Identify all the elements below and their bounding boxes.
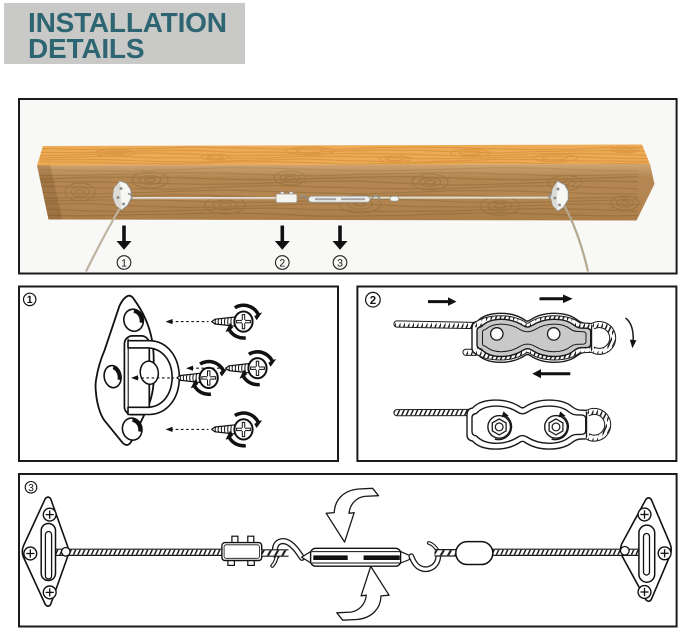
svg-text:2: 2 — [279, 257, 285, 269]
svg-text:2: 2 — [370, 295, 376, 307]
svg-text:1: 1 — [121, 257, 127, 269]
svg-text:3: 3 — [337, 257, 343, 269]
svg-text:1: 1 — [27, 294, 33, 306]
svg-text:3: 3 — [28, 483, 34, 494]
